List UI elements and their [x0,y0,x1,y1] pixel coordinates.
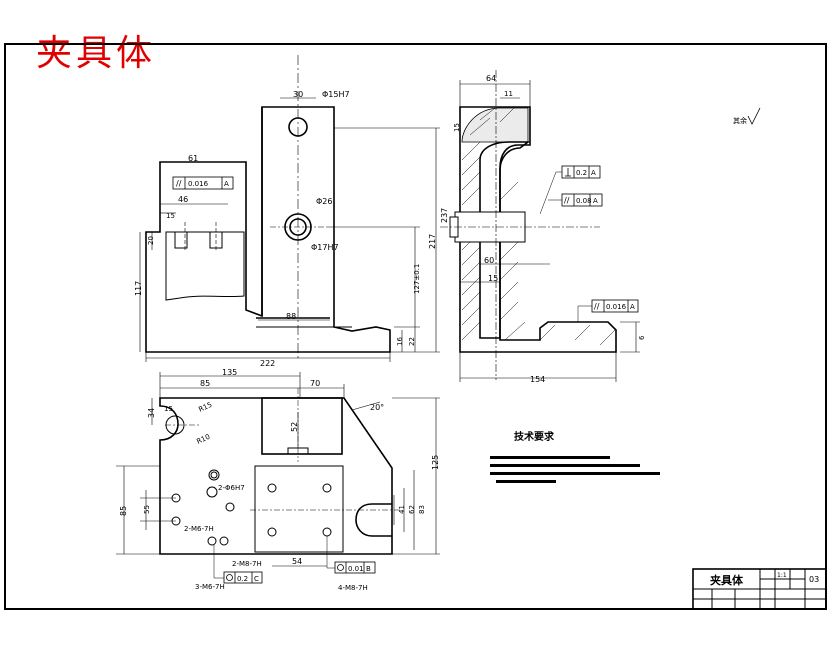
dim-52: 52 [290,422,299,432]
flatness-frame-side: // [577,299,639,322]
dim-22: 22 [408,337,416,346]
tol-flat-2: 0.016 [606,303,627,311]
dim-222: 222 [260,359,275,368]
flatness-frame-front: // [172,176,234,190]
dim-127: 127±0.1 [413,264,421,294]
dim-6: 6 [638,335,646,340]
dim-15-left: 15 [166,212,175,220]
dim-4-m8: 4-M8-7H [338,584,368,592]
tol-perp-1-ref: A [591,169,596,177]
tol-flat-1: 0.016 [188,180,209,188]
dim-85-top: 85 [200,379,210,388]
dim-11: 11 [504,90,513,98]
dim-15-top-view: 15 [164,405,173,413]
dim-2-m6: 2-M6-7H [184,525,214,533]
dim-135: 135 [222,368,237,377]
front-view [139,55,440,362]
dim-34: 34 [147,408,156,418]
tech-req-lines [490,456,660,483]
dim-46: 46 [178,195,188,204]
svg-text://: // [176,179,182,188]
tol-pos-1-ref: C [254,575,259,583]
dim-88: 88 [286,312,296,321]
dim-41: 41 [398,505,406,514]
tol-pos-2: 0.01 [348,565,364,573]
tech-req-heading: 技术要求 [514,430,555,443]
tol-pos-2-ref: B [366,565,371,573]
tol-flat-1-ref: A [224,180,229,188]
dim-16: 16 [396,337,404,346]
dim-217: 217 [428,234,437,249]
title-block-scale: 1:1 [777,572,787,579]
parallel-frame: // [548,193,603,207]
drawing-title: 夹具体 [36,33,157,74]
tol-par-2: 0.08 [576,197,592,205]
dim-phi26: Φ26 [316,197,332,206]
dim-r10: R10 [195,433,211,446]
dim-2-m8: 2-M8-7H [232,560,262,568]
position-frame-1 [213,545,263,584]
dim-70: 70 [310,379,320,388]
drawing-border [4,43,827,610]
title-block-name: 夹具体 [710,573,744,587]
svg-text://: // [564,196,570,205]
dim-3-m6: 3-M6-7H [195,583,225,591]
dim-20deg: 20° [370,403,384,412]
dim-55: 55 [143,505,151,514]
position-frame-2 [326,536,376,574]
dim-85-left: 85 [119,506,128,516]
svg-text://: // [594,302,600,311]
dim-125: 125 [431,455,440,470]
dim-phi17h7: Φ17H7 [311,243,339,252]
perp-frame [539,165,601,215]
dim-60: 60 [484,256,494,265]
title-block-drawing-no: 03 [809,575,819,584]
dim-64: 64 [486,74,496,83]
dim-20: 20 [147,236,155,245]
dim-117: 117 [134,281,143,296]
dim-15-top: 15 [453,123,461,132]
dim-phi15h7: Φ15H7 [322,90,350,99]
dim-r15: R15 [197,401,213,414]
tol-pos-1: 0.2 [237,575,248,583]
dim-30: 30 [293,90,303,99]
side-view [440,70,640,382]
dim-154: 154 [530,375,545,384]
dim-15-right: 15 [488,274,498,283]
tol-flat-2-ref: A [630,303,635,311]
dim-62: 62 [408,505,416,514]
dim-237: 237 [440,208,449,223]
title-block [692,568,827,610]
dim-2-phi6h7: 2-Φ6H7 [218,484,245,492]
dim-83: 83 [418,505,426,514]
dim-54: 54 [292,557,302,566]
top-view [116,372,440,567]
roughness-note: 其余 [733,116,747,125]
tol-par-2-ref: A [593,197,598,205]
dim-61: 61 [188,154,198,163]
tol-perp-1: 0.2 [576,169,587,177]
roughness-symbol [747,107,761,125]
